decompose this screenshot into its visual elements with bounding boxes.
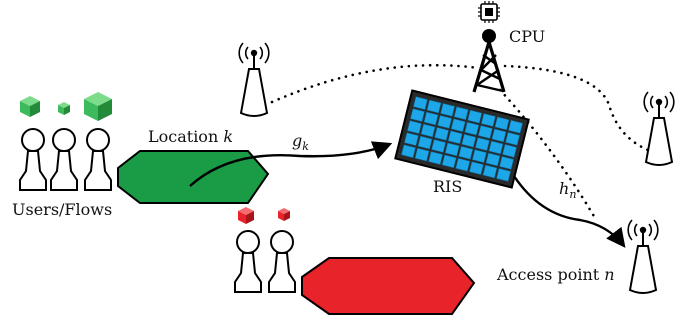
ris-element <box>480 113 496 127</box>
ris-element <box>414 147 430 162</box>
channel-g-arrow <box>189 141 393 187</box>
antenna-icon <box>238 42 270 117</box>
ris-element <box>477 125 493 139</box>
location-label: Location k <box>148 127 233 146</box>
location-red-area <box>301 257 476 315</box>
ris-element <box>450 118 466 133</box>
tower-icon <box>472 29 506 93</box>
user-icon <box>50 128 78 191</box>
ris-element <box>420 123 436 138</box>
ris-element <box>423 111 439 126</box>
ris-element <box>464 121 480 136</box>
ris-element <box>417 135 433 150</box>
cube-icon <box>238 207 254 224</box>
ris-element <box>437 115 453 129</box>
antenna-icon <box>643 91 675 166</box>
location-k-area <box>117 150 270 204</box>
ris-panel-icon <box>394 89 530 189</box>
channel-g-label: gk <box>292 131 309 153</box>
backhaul-links <box>270 63 650 220</box>
users-red-group <box>234 230 296 293</box>
ris-element <box>404 132 419 147</box>
user-icon <box>84 128 112 191</box>
channel-h-arrow <box>513 175 626 248</box>
ris-element <box>505 131 520 146</box>
ris-element <box>491 128 507 143</box>
ris-element <box>441 154 457 169</box>
ris-element <box>410 108 425 122</box>
ris-element <box>496 168 511 182</box>
ris-element <box>482 164 498 179</box>
cube-icon <box>278 208 290 221</box>
cpu-label: CPU <box>509 27 545 46</box>
user-icon <box>268 230 296 293</box>
ris-element <box>431 139 447 153</box>
ris-element <box>447 130 463 145</box>
ris-element <box>426 99 442 114</box>
cube-icon <box>20 96 40 117</box>
ris-element <box>455 157 471 172</box>
users-flows-label: Users/Flows <box>12 200 112 219</box>
ris-element <box>488 140 504 155</box>
ris-element <box>413 96 428 110</box>
ris-element <box>508 119 523 134</box>
user-icon <box>234 230 262 293</box>
backhaul-link-right <box>503 64 650 152</box>
user-icon <box>19 128 47 191</box>
ris-element <box>485 152 501 167</box>
ris-element <box>471 149 487 163</box>
ris-element <box>444 142 460 157</box>
backhaul-link-bottom <box>498 88 597 220</box>
ris-element <box>494 116 510 131</box>
channel-h-label: hn <box>559 179 576 201</box>
ris-element <box>407 120 422 135</box>
ris-element <box>461 133 477 148</box>
ris-element <box>440 102 456 117</box>
ris-element <box>474 137 490 151</box>
ris-element <box>458 145 474 160</box>
users-green-group <box>19 128 112 191</box>
ris-element <box>453 106 469 121</box>
ris-element <box>502 143 517 158</box>
access-point-label: Access point n <box>496 265 615 284</box>
cube-icon <box>84 92 112 121</box>
ris-element <box>428 151 444 165</box>
ris-label: RIS <box>433 177 462 196</box>
cpu-icon <box>478 1 500 23</box>
ris-element <box>467 109 483 124</box>
access-point-antenna-icon <box>627 219 659 294</box>
ris-element <box>434 127 450 141</box>
ris-element <box>401 144 416 159</box>
backhaul-link-left <box>270 63 480 104</box>
cube-icon <box>58 102 70 115</box>
ris-element <box>468 161 484 176</box>
ris-element <box>499 156 514 170</box>
